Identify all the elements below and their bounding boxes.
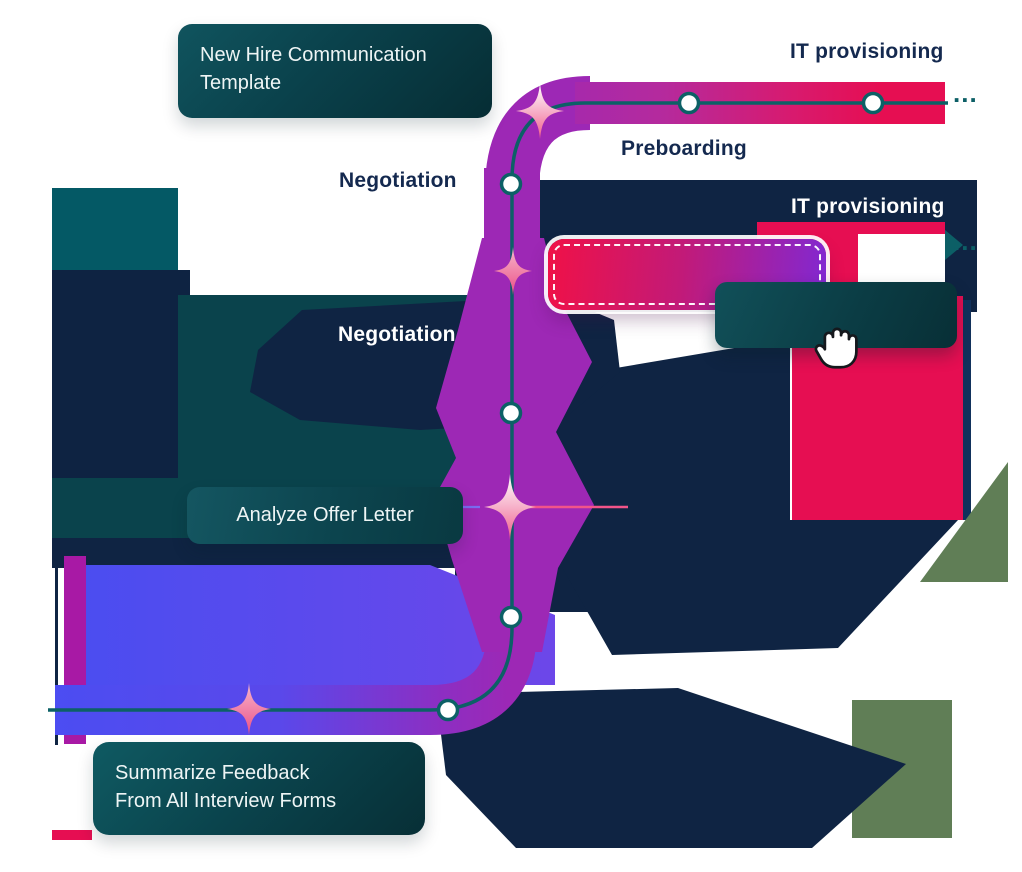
summarize-feedback-card[interactable]: Summarize Feedback From All Interview Fo… bbox=[93, 742, 425, 835]
sparkle-icon bbox=[227, 683, 271, 735]
path-node-icon bbox=[861, 91, 885, 115]
path-node-icon bbox=[499, 401, 523, 425]
sparkle-icon bbox=[484, 474, 536, 540]
blob-navy-diamond bbox=[538, 342, 958, 655]
sparkle-icon bbox=[516, 83, 564, 139]
milestone-label-negotiation-top: Negotiation bbox=[339, 169, 457, 192]
blob-teal-strip bbox=[52, 188, 178, 272]
path-node-icon bbox=[436, 698, 460, 722]
analyze-offer-letter-card[interactable]: Analyze Offer Letter bbox=[187, 487, 463, 544]
path-node-icon bbox=[499, 605, 523, 629]
blob-blue bbox=[85, 565, 555, 685]
blob-navy-left bbox=[52, 270, 190, 482]
milestone-label-it-provisioning-top: IT provisioning bbox=[790, 40, 944, 63]
sparkles bbox=[227, 83, 564, 735]
blob-crimson-strip bbox=[52, 830, 92, 840]
milestone-label-preboarding: Preboarding bbox=[621, 137, 747, 160]
blob-navy-line bbox=[55, 540, 58, 745]
path-node-icon bbox=[677, 91, 701, 115]
sparkle-icon bbox=[494, 247, 532, 295]
path-node-icon bbox=[499, 172, 523, 196]
blob-navy-stripe bbox=[963, 300, 971, 520]
new-hire-communication-template-card[interactable]: New Hire Communication Template bbox=[178, 24, 492, 118]
blob-teal-arrow bbox=[945, 230, 963, 260]
blob-olive-right bbox=[920, 462, 1008, 582]
path-nodes bbox=[436, 91, 885, 722]
path-continues-ellipsis-mid: ... bbox=[953, 226, 978, 256]
milestone-label-it-provisioning-mid: IT provisioning bbox=[791, 195, 945, 218]
blob-navy-bottom bbox=[436, 688, 906, 848]
path-continues-ellipsis-top: ... bbox=[953, 78, 978, 108]
grab-cursor-icon bbox=[814, 327, 858, 369]
milestone-label-negotiation-mid: Negotiation bbox=[338, 323, 456, 346]
